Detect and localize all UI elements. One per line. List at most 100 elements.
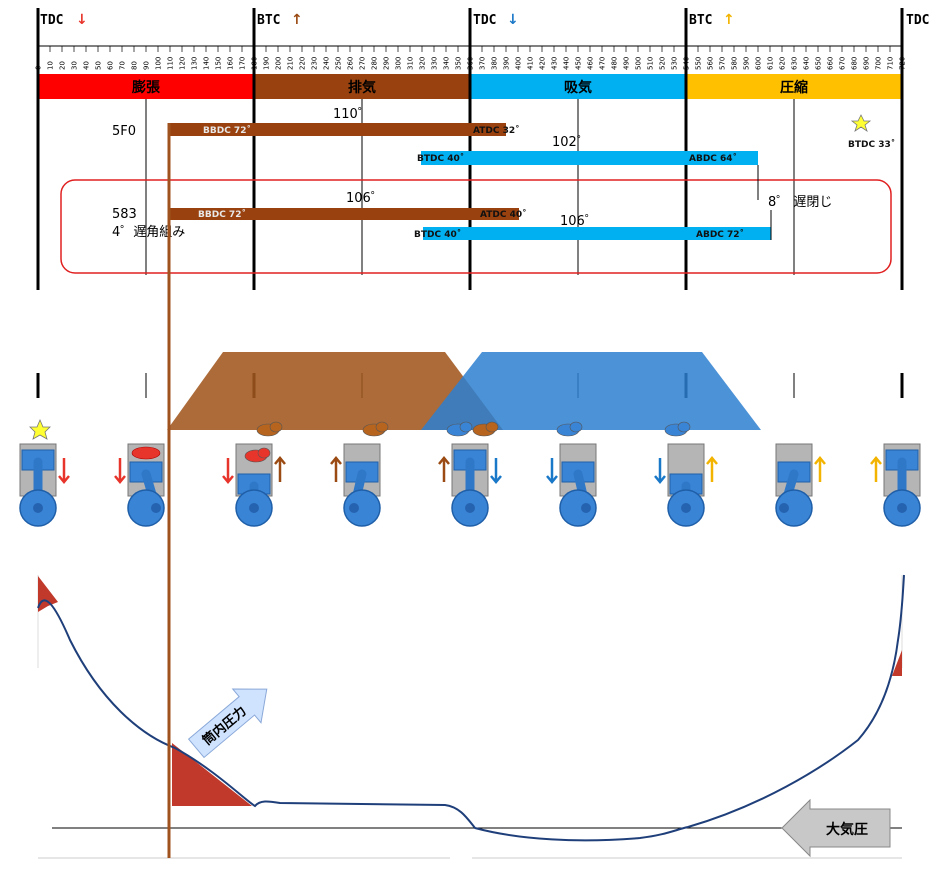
ex2-duration: 106゜ (346, 191, 384, 206)
timing-row-583: 583 4゜遅角組み BBDC 72˚ ATDC 40˚ 106゜ BTDC 4… (60, 165, 892, 274)
intake-valve-bar-1 (421, 151, 758, 165)
phase-bar-exhaust (254, 74, 470, 99)
phase-bar-intake (470, 74, 686, 99)
exhaust-gas-icon (375, 421, 389, 433)
scale-tick-label: 510 (647, 57, 655, 70)
piston-assembly (546, 443, 597, 527)
scale-tick-label: 420 (539, 57, 547, 70)
scale-tick-label: 280 (371, 57, 379, 70)
phase-label-compression: 圧縮 (780, 79, 808, 96)
crank-pin (465, 503, 475, 513)
scale-tick-label: 210 (287, 57, 295, 70)
piston-assembly (19, 443, 70, 527)
crank-pin (897, 503, 907, 513)
scale-tick-label: 30 (71, 61, 79, 70)
arrow-head-icon (330, 456, 342, 465)
scale-tick-label: 270 (359, 57, 367, 70)
intake-air-icon (677, 421, 691, 433)
scale-tick-label: 120 (179, 57, 187, 70)
combustion-gas-icon (131, 446, 161, 460)
scale-tick-label: 80 (131, 61, 139, 70)
crank-pin (349, 503, 359, 513)
scale-tick-label: 500 (635, 57, 643, 70)
exhaust-gas-icon (485, 421, 499, 433)
scale-tick-label: 590 (743, 57, 751, 70)
scale-tick-label: 620 (779, 57, 787, 70)
crank-pin (681, 503, 691, 513)
arrow-head-icon (870, 456, 882, 465)
row2-note: 4゜遅角組み (112, 225, 185, 240)
scale-tick-label: 350 (455, 57, 463, 70)
scale-tick-label: 520 (659, 57, 667, 70)
marker-btc-180: BTC (257, 13, 280, 28)
phase-bar-compression (686, 74, 902, 99)
crank-pin (249, 503, 259, 513)
crank-pin (779, 503, 789, 513)
timing-row-5f0: 5F0 BBDC 72˚ ATDC 32˚ 110゜ BTDC 40˚ ABDC… (112, 107, 895, 165)
spark-star-icon (29, 418, 51, 440)
scale-tick-label: 100 (155, 57, 163, 70)
marker-arrow-180: ↑ (291, 12, 303, 28)
scale-tick-label: 10 (47, 61, 55, 70)
scale-tick-label: 70 (119, 61, 127, 70)
scale-tick-label: 610 (767, 57, 775, 70)
piston-strip (19, 418, 921, 527)
scale-tick-label: 230 (311, 57, 319, 70)
piston-assembly (775, 443, 826, 527)
marker-tdc-720: TDC (906, 13, 929, 28)
scale-tick-label: 560 (707, 57, 715, 70)
scale-tick-label: 60 (107, 61, 115, 70)
in1-duration: 102゜ (552, 135, 590, 150)
scale-tick-label: 300 (395, 57, 403, 70)
in2-duration: 106゜ (560, 214, 598, 229)
scale-tick-label: 670 (839, 57, 847, 70)
scale-tick-label: 680 (851, 57, 859, 70)
scale-tick-label: 310 (407, 57, 415, 70)
highlight-box (60, 179, 892, 274)
valve-lift-chart (36, 352, 904, 430)
intake-valve-lift (421, 352, 761, 430)
compression-end-fill (892, 650, 902, 676)
scale-tick-label: 600 (755, 57, 763, 70)
scale-tick-label: 550 (695, 57, 703, 70)
in2-end-label: ABDC 72˚ (696, 229, 744, 240)
scale-tick-label: 400 (515, 57, 523, 70)
exhaust-valve-bar-2 (169, 208, 519, 220)
ex2-start-label: BBDC 72˚ (198, 209, 246, 220)
scale-tick-label: 260 (347, 57, 355, 70)
in2-start-label: BTDC 40˚ (414, 229, 461, 240)
piston-assembly (870, 443, 921, 527)
scale-tick-label: 660 (827, 57, 835, 70)
cylinder-pressure-curve (37, 574, 905, 842)
scale-tick-label: 130 (191, 57, 199, 70)
row2-name: 583 (112, 207, 137, 222)
combustion-gas-icon (257, 447, 271, 459)
scale-tick-label: 460 (587, 57, 595, 70)
ex1-duration: 110゜ (333, 107, 371, 122)
header-markers: TDC ↓ BTC ↑ TDC ↓ BTC ↑ TDC (40, 12, 929, 28)
phase-bars: 膨張 排気 吸気 圧縮 (38, 74, 902, 99)
arrow-head-icon (222, 475, 234, 484)
piston-assembly (438, 443, 502, 527)
marker-tdc-360: TDC (473, 13, 496, 28)
scale-tick-label: 430 (551, 57, 559, 70)
scale-tick-label: 450 (575, 57, 583, 70)
ex2-end-label: ATDC 40˚ (480, 209, 527, 220)
scale-tick-label: 650 (815, 57, 823, 70)
marker-arrow-540: ↑ (723, 12, 735, 28)
crank-wheel (559, 489, 597, 527)
scale-tick-label: 640 (803, 57, 811, 70)
scale-tick-label: 710 (887, 57, 895, 70)
scale-tick-label: 690 (863, 57, 871, 70)
marker-arrow-360: ↓ (507, 12, 519, 28)
ex1-end-label: ATDC 32˚ (473, 125, 520, 136)
scale-tick-label: 40 (83, 61, 91, 70)
scale-tick-label: 150 (215, 57, 223, 70)
scale-tick-label: 370 (479, 57, 487, 70)
scale-tick-label: 320 (419, 57, 427, 70)
left-arrow-icon (781, 798, 891, 858)
scale-tick-label: 470 (599, 57, 607, 70)
arrow-head-icon (654, 475, 666, 484)
row1-name: 5F0 (112, 124, 136, 139)
scale-tick-label: 630 (791, 57, 799, 70)
